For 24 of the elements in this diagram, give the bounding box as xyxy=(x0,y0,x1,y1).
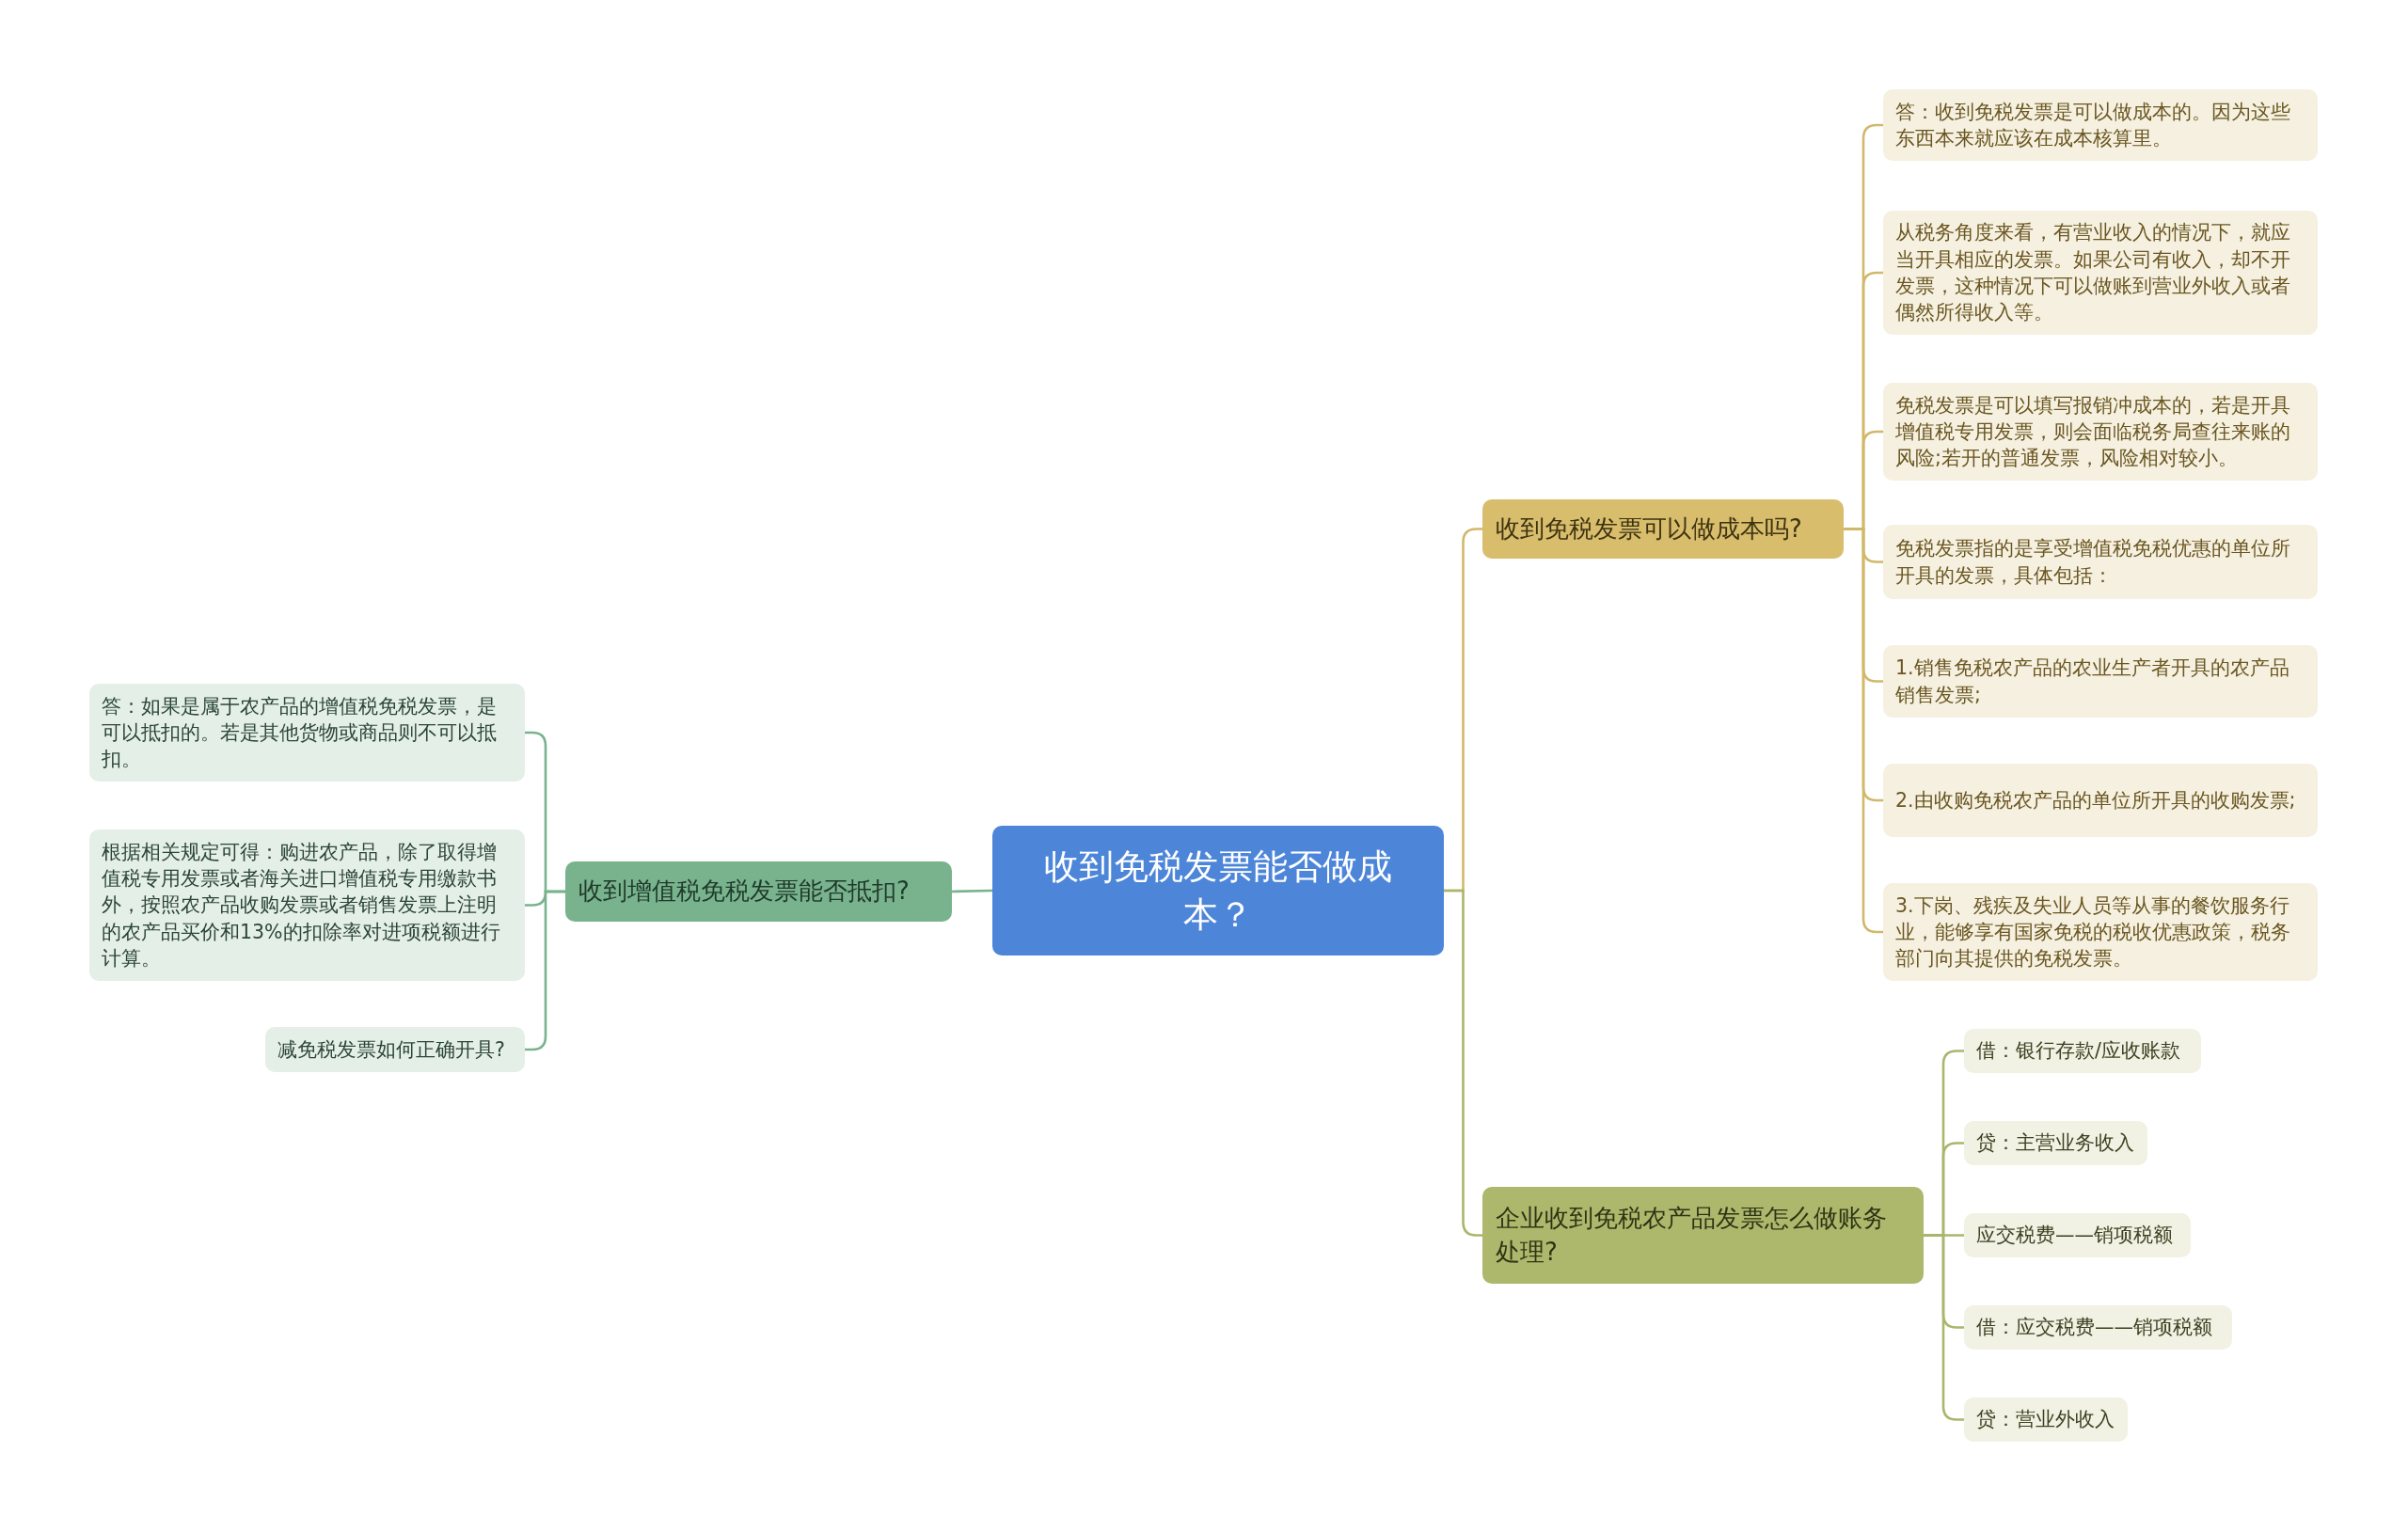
connector-line xyxy=(1924,1234,1964,1421)
branch-topic-box: 收到免税发票可以做成本吗? xyxy=(1482,499,1844,559)
subtopic-box: 2.由收购免税农产品的单位所开具的收购发票; xyxy=(1883,764,2318,837)
subtopic-box: 1.销售免税农产品的农业生产者开具的农产品销售发票; xyxy=(1883,645,2318,718)
subtopic-box: 3.下岗、残疾及失业人员等从事的餐饮服务行业，能够享有国家免税的税收优惠政策，税务部门向其提供的免税发票。 xyxy=(1883,883,2318,981)
subtopic-box: 减免税发票如何正确开具? xyxy=(265,1027,525,1072)
subtopic-box: 根据相关规定可得：购进农产品，除了取得增值税专用发票或者海关进口增值税专用缴款书外，按照农产品收购发票或者销售发票上注明的农产品买价和13%的扣除率对进项税额进行计算。 xyxy=(89,829,525,981)
branch-topic-box: 企业收到免税农产品发票怎么做账务处理? xyxy=(1482,1187,1924,1284)
subtopic-box: 答：如果是属于农产品的增值税免税发票，是可以抵扣的。若是其他货物或商品则不可以抵扣。 xyxy=(89,684,525,782)
subtopic-box: 答：收到免税发票是可以做成本的。因为这些东西本来就应该在成本核算里。 xyxy=(1883,89,2318,161)
connector-line xyxy=(1444,889,1482,1237)
connector-line xyxy=(951,889,993,893)
subtopic-box: 免税发票指的是享受增值税免税优惠的单位所开具的发票，具体包括： xyxy=(1883,525,2318,599)
subtopic-box: 贷：营业外收入 xyxy=(1964,1398,2128,1442)
branch-topic-box: 收到增值税免税发票能否抵扣? xyxy=(565,861,952,922)
connector-line xyxy=(1844,528,1883,934)
subtopic-box: 应交税费——销项税额 xyxy=(1964,1213,2191,1257)
central-topic-box: 收到免税发票能否做成本？ xyxy=(992,826,1444,956)
subtopic-box: 借：银行存款/应收账款 xyxy=(1964,1029,2201,1073)
subtopic-box: 借：应交税费——销项税额 xyxy=(1964,1305,2232,1350)
subtopic-box: 免税发票是可以填写报销冲成本的，若是开具增值税专用发票，则会面临税务局查往来账的风险;若开的普通发票，风险相对较小。 xyxy=(1883,383,2318,481)
subtopic-box: 贷：主营业务收入 xyxy=(1964,1121,2147,1165)
subtopic-box: 从税务角度来看，有营业收入的情况下，就应当开具相应的发票。如果公司有收入，却不开发票，这种情况下可以做账到营业外收入或者偶然所得收入等。 xyxy=(1883,211,2318,335)
connector-line xyxy=(525,890,565,1051)
